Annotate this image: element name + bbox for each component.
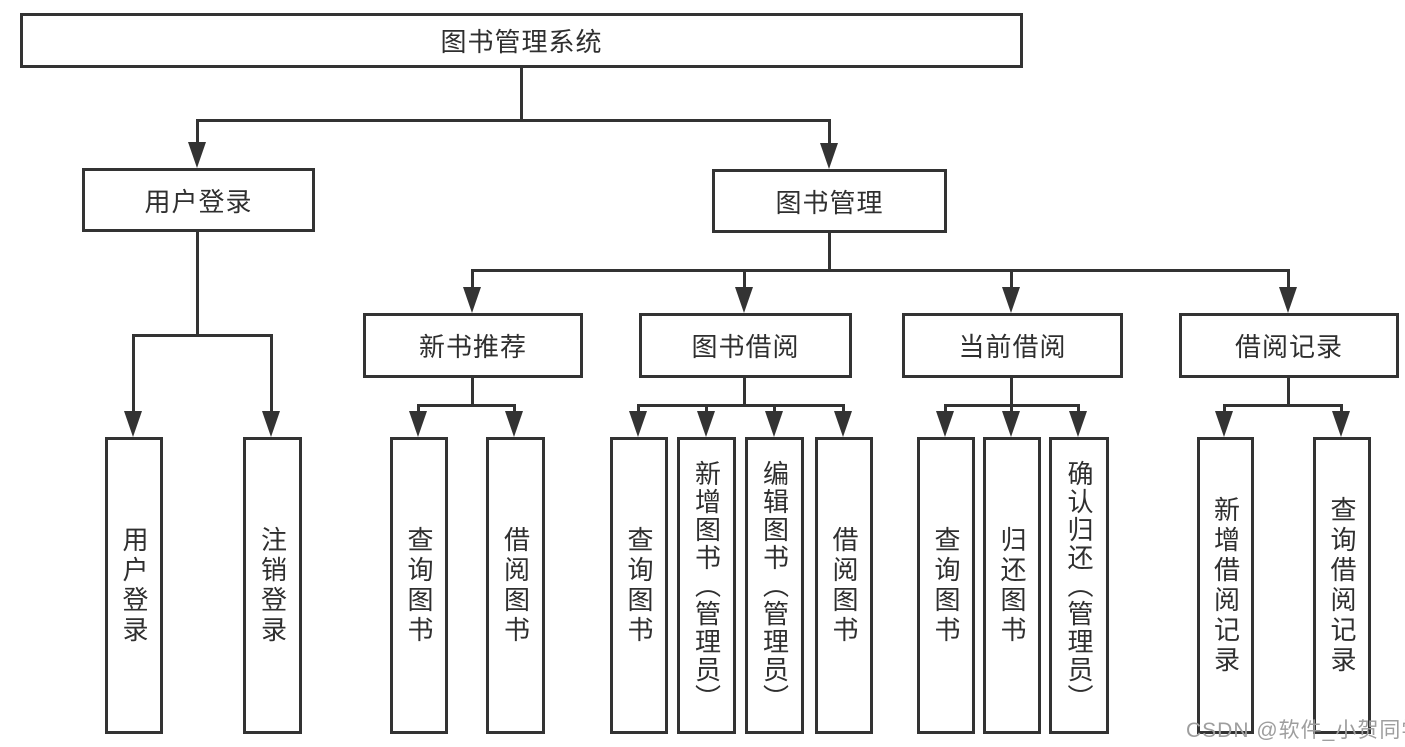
- node-book-borrow: 图书借阅: [639, 313, 852, 378]
- node-label: 用户登录: [144, 186, 253, 217]
- connector-line-vertical: [828, 233, 831, 271]
- node-label: 图书借阅: [691, 332, 800, 362]
- node-book-management: 图书管理: [712, 169, 947, 233]
- node-label: 注销登录: [257, 525, 288, 646]
- arrow-down-icon: [1279, 287, 1297, 313]
- node-user-login: 用户登录: [82, 168, 315, 232]
- node-label: 查询图书: [404, 525, 434, 646]
- node-label: 查询借阅记录: [1327, 495, 1357, 676]
- node-leaf-cb-confirm-return: 确认归还（管理员）: [1049, 437, 1109, 734]
- node-leaf-bb-edit-books: 编辑图书（管理员）: [745, 437, 804, 734]
- connector-line-horizontal: [196, 119, 831, 122]
- node-label: 借阅记录: [1234, 332, 1343, 362]
- connector-line-vertical: [196, 120, 199, 150]
- node-label: 确认归还（管理员）: [1064, 459, 1094, 712]
- node-leaf-rec-borrow-books: 借阅图书: [486, 437, 545, 734]
- connector-line-horizontal: [1223, 404, 1343, 407]
- connector-line-vertical: [743, 270, 746, 295]
- node-label: 编辑图书（管理员）: [759, 459, 790, 712]
- arrow-down-icon: [505, 411, 523, 437]
- arrow-down-icon: [820, 143, 838, 169]
- connector-line-horizontal: [637, 404, 845, 407]
- node-label: 图书管理系统: [440, 27, 603, 57]
- node-leaf-bb-borrow-books: 借阅图书: [815, 437, 873, 734]
- node-borrow-records: 借阅记录: [1179, 313, 1399, 378]
- arrow-down-icon: [1002, 411, 1020, 437]
- connector-line-vertical: [1010, 270, 1013, 295]
- node-label: 新书推荐: [418, 332, 527, 362]
- connector-line-vertical: [471, 378, 474, 406]
- node-current-borrow: 当前借阅: [902, 313, 1123, 378]
- node-label: 用户登录: [119, 525, 149, 646]
- connector-line-horizontal: [132, 334, 273, 337]
- arrow-down-icon: [1332, 411, 1350, 437]
- connector-line-vertical: [1287, 378, 1290, 406]
- node-label: 当前借阅: [958, 332, 1067, 362]
- arrow-down-icon: [629, 411, 647, 437]
- arrow-down-icon: [409, 411, 427, 437]
- node-leaf-br-query-record: 查询借阅记录: [1313, 437, 1371, 734]
- arrow-down-icon: [697, 411, 715, 437]
- node-label: 查询图书: [931, 525, 961, 646]
- connector-line-vertical: [1010, 378, 1013, 406]
- node-leaf-bb-query-books: 查询图书: [610, 437, 668, 734]
- connector-line-vertical: [196, 232, 199, 336]
- connector-line-vertical: [270, 335, 273, 419]
- node-leaf-rec-query-books: 查询图书: [390, 437, 448, 734]
- connector-line-horizontal: [417, 404, 516, 407]
- node-label: 借阅图书: [829, 525, 859, 646]
- arrow-down-icon: [834, 411, 852, 437]
- node-leaf-user-login: 用户登录: [105, 437, 163, 734]
- node-library-management-system: 图书管理系统: [20, 13, 1023, 68]
- connector-line-vertical: [520, 68, 523, 121]
- arrow-down-icon: [1069, 411, 1087, 437]
- connector-line-vertical: [471, 270, 474, 295]
- arrow-down-icon: [1215, 411, 1233, 437]
- node-leaf-cb-return-books: 归还图书: [983, 437, 1041, 734]
- arrow-down-icon: [463, 287, 481, 313]
- connector-line-horizontal: [471, 269, 1290, 272]
- node-label: 新增借阅记录: [1210, 495, 1241, 676]
- arrow-down-icon: [765, 411, 783, 437]
- node-label: 新增图书（管理员）: [691, 459, 722, 712]
- arrow-down-icon: [188, 142, 206, 168]
- connector-line-vertical: [743, 378, 746, 406]
- node-label: 归还图书: [997, 525, 1027, 646]
- watermark-text: CSDN @软件_小贺同学: [1186, 719, 1405, 742]
- node-leaf-cb-query-books: 查询图书: [917, 437, 975, 734]
- connector-line-vertical: [828, 120, 831, 151]
- connector-line-vertical: [132, 335, 135, 419]
- node-leaf-br-add-record: 新增借阅记录: [1197, 437, 1254, 734]
- node-label: 借阅图书: [500, 525, 531, 646]
- connector-line-vertical: [1287, 270, 1290, 295]
- node-leaf-logout: 注销登录: [243, 437, 302, 734]
- arrow-down-icon: [1002, 287, 1020, 313]
- arrow-down-icon: [735, 287, 753, 313]
- arrow-down-icon: [124, 411, 142, 437]
- arrow-down-icon: [262, 411, 280, 437]
- node-label: 查询图书: [624, 525, 654, 646]
- node-label: 图书管理: [775, 187, 884, 218]
- node-leaf-bb-add-books: 新增图书（管理员）: [677, 437, 736, 734]
- node-new-book-recommend: 新书推荐: [363, 313, 583, 378]
- arrow-down-icon: [936, 411, 954, 437]
